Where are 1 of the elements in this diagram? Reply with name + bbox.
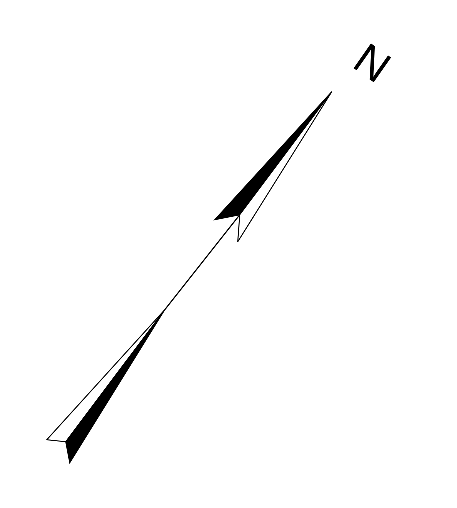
- north-label: N: [346, 36, 398, 92]
